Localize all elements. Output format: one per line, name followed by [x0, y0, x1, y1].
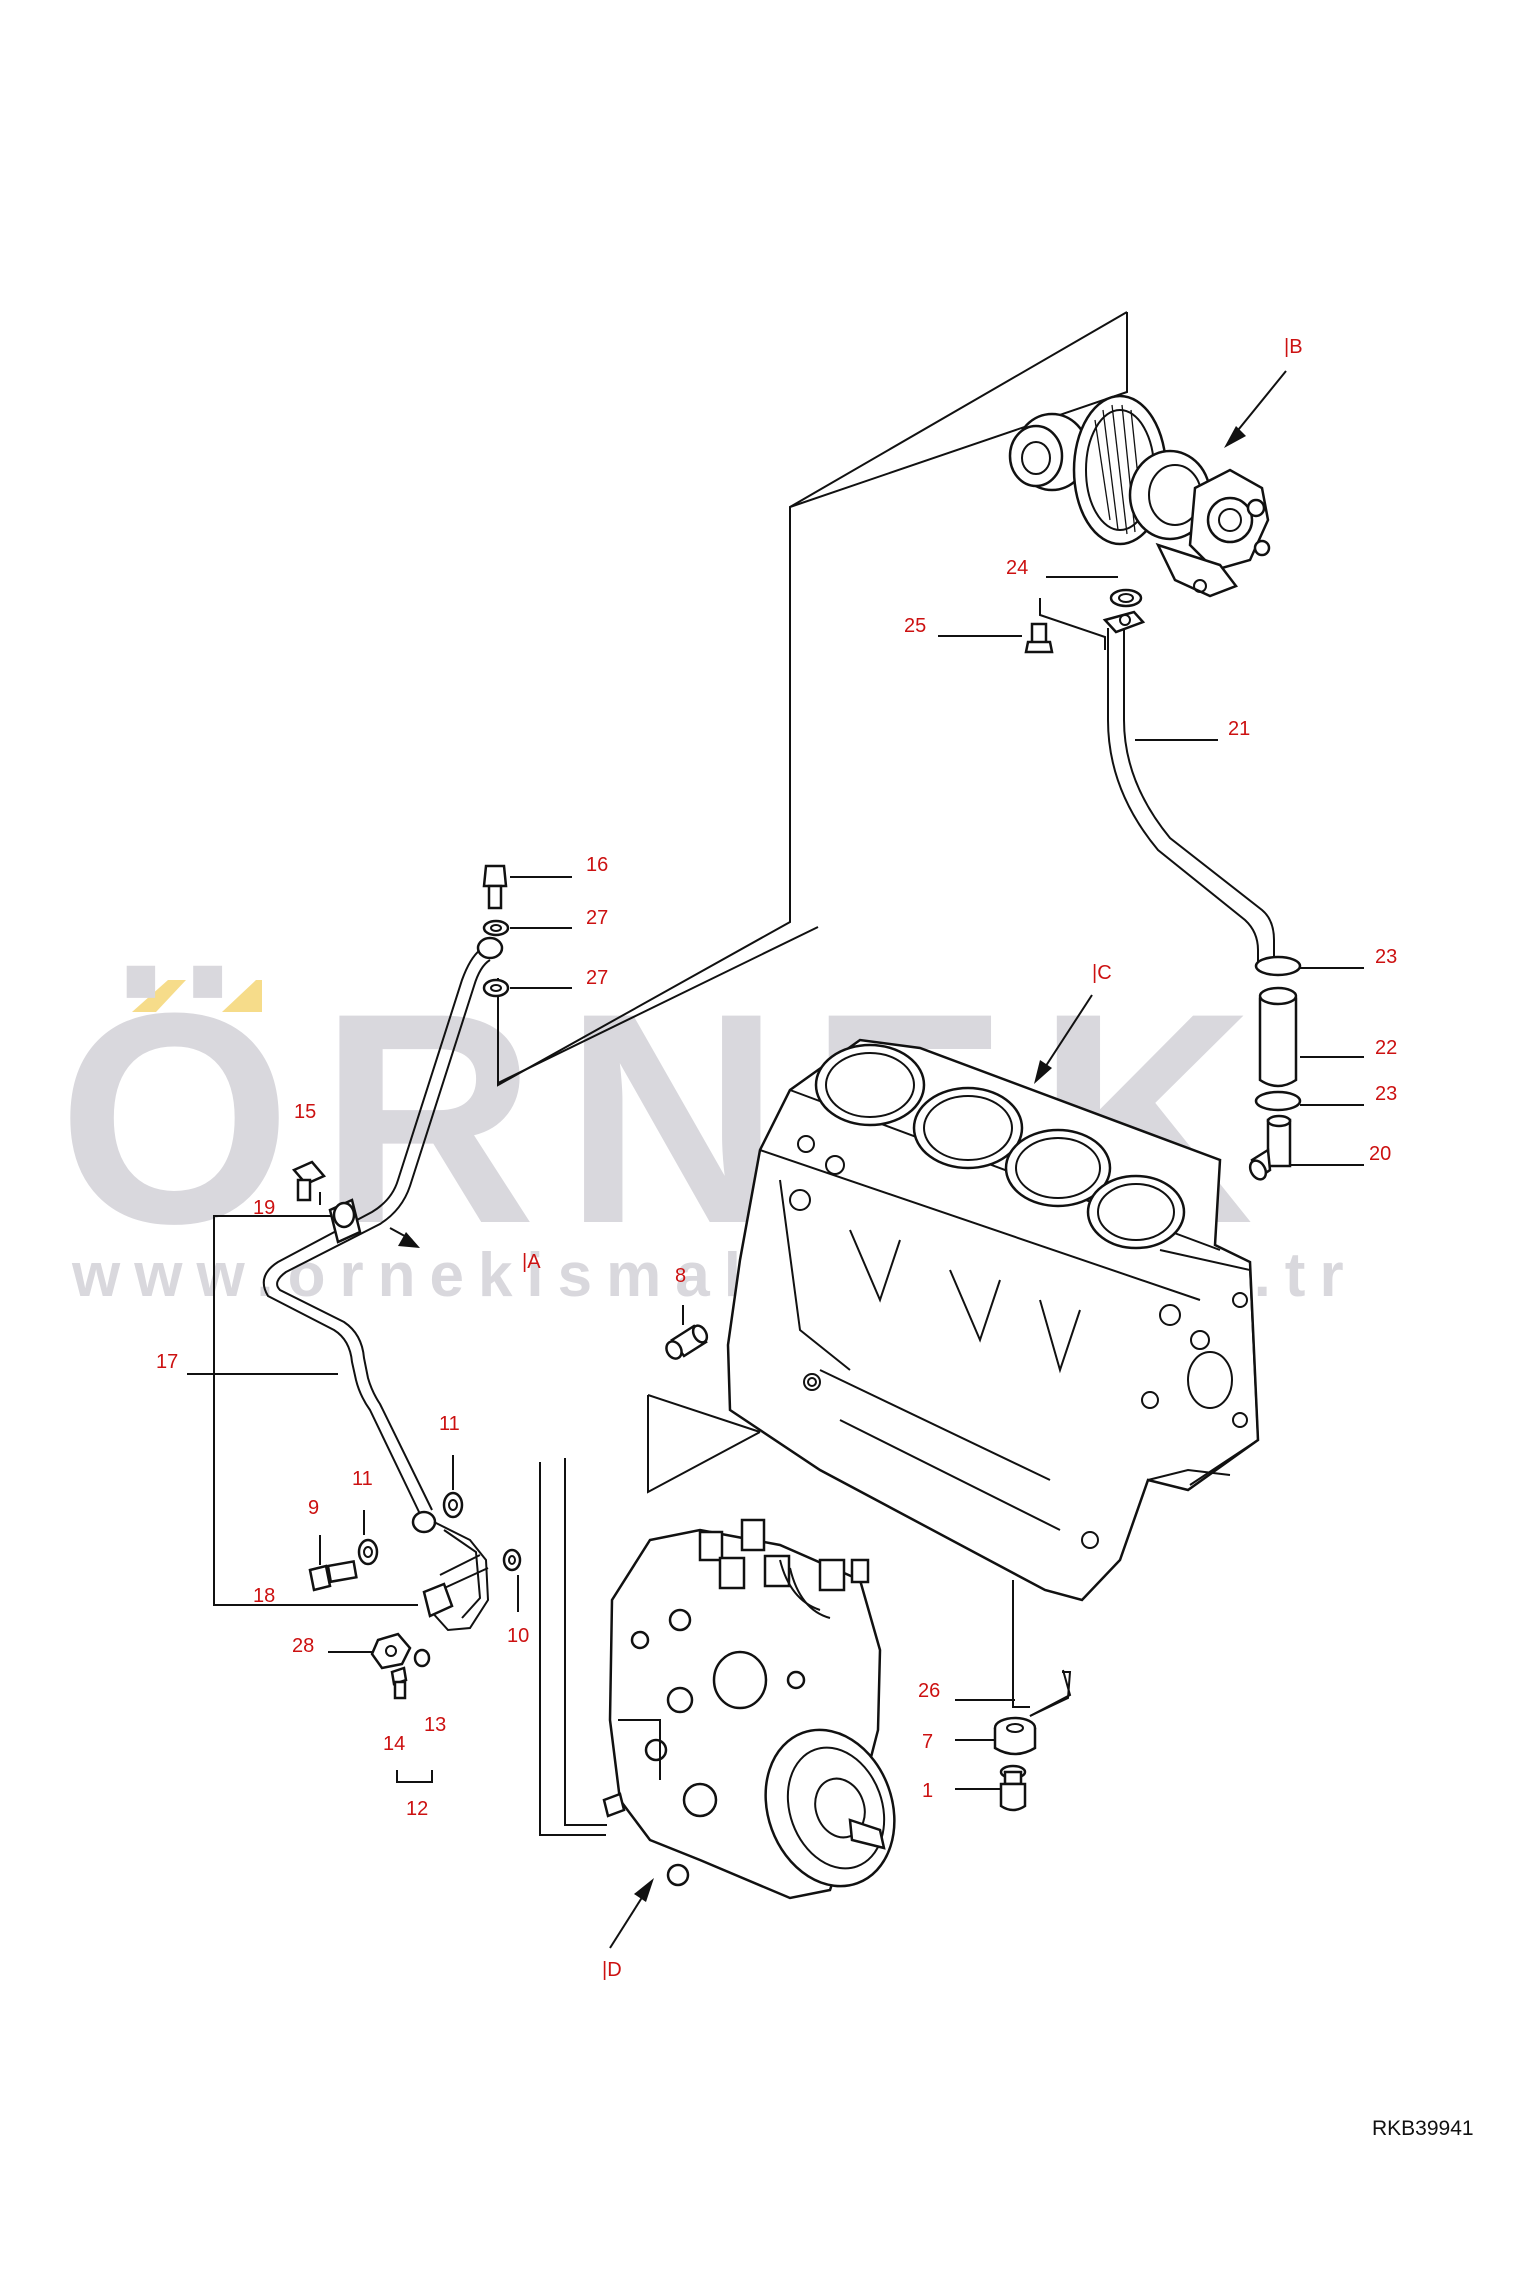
callout-27-a: 27 [586, 907, 608, 929]
callout-13: 13 [424, 1714, 446, 1736]
callout-12: 12 [406, 1798, 428, 1820]
watermark-accent-mark [132, 980, 186, 1012]
oil-feed-pipe [262, 936, 504, 1632]
callout-10: 10 [507, 1625, 529, 1647]
callout-22: 22 [1375, 1037, 1397, 1059]
callout-16: 16 [586, 854, 608, 876]
callout-25: 25 [904, 615, 926, 637]
oil-pressure-switch [665, 1324, 709, 1360]
callout-26: 26 [918, 1680, 940, 1702]
callout-20: 20 [1369, 1143, 1391, 1165]
callout-19: 19 [253, 1197, 275, 1219]
callout-23-b: 23 [1375, 1083, 1397, 1105]
callout-28: 28 [292, 1635, 314, 1657]
callout-15: 15 [294, 1101, 316, 1123]
callout-14: 14 [383, 1733, 405, 1755]
turbocharger [1008, 394, 1271, 598]
injection-pump [602, 1518, 896, 1900]
watermark-accent-mark [222, 980, 262, 1012]
reference-d: |D [602, 1959, 622, 1981]
reference-c: |C [1092, 962, 1112, 984]
leader-lines [213, 311, 1128, 1836]
callout-9: 9 [308, 1497, 319, 1519]
drawing-code: RKB39941 [1372, 2117, 1474, 2140]
callout-24: 24 [1006, 557, 1028, 579]
callout-18: 18 [253, 1585, 275, 1607]
callout-27-b: 27 [586, 967, 608, 989]
callout-21: 21 [1228, 718, 1250, 740]
callout-1: 1 [922, 1780, 933, 1802]
callout-8: 8 [675, 1265, 686, 1287]
callout-23-a: 23 [1375, 946, 1397, 968]
reference-b: |B [1284, 336, 1303, 358]
callout-11-a: 11 [439, 1413, 460, 1435]
reference-a: |A [522, 1251, 541, 1273]
oil-return-pipe-assembly [1024, 588, 1302, 1181]
engine-block [726, 1038, 1260, 1602]
small-hardware [308, 864, 1072, 1812]
callout-7: 7 [922, 1731, 933, 1753]
callout-11-b: 11 [352, 1468, 373, 1490]
callout-17: 17 [156, 1351, 178, 1373]
callout-labels: 1 7 8 9 10 11 11 12 13 14 15 16 17 18 19… [156, 557, 1397, 1820]
reference-labels: |A |B |C |D [522, 336, 1303, 1981]
